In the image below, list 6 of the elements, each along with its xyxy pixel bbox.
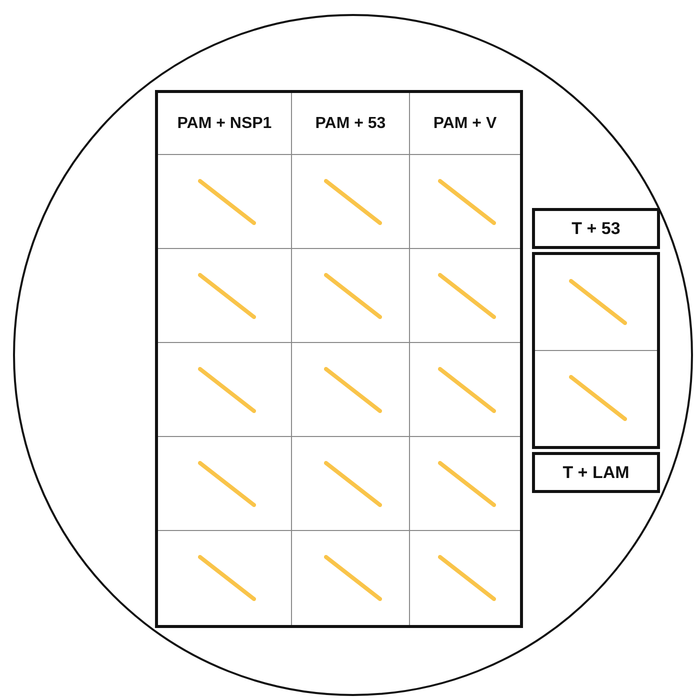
petri-dish [13,14,693,696]
label-box: T + 53 [532,208,660,249]
column-header: PAM + V [410,93,520,155]
column-header: PAM + 53 [292,93,410,155]
column-header: PAM + NSP1 [158,93,292,155]
label-box: T + LAM [532,452,660,493]
